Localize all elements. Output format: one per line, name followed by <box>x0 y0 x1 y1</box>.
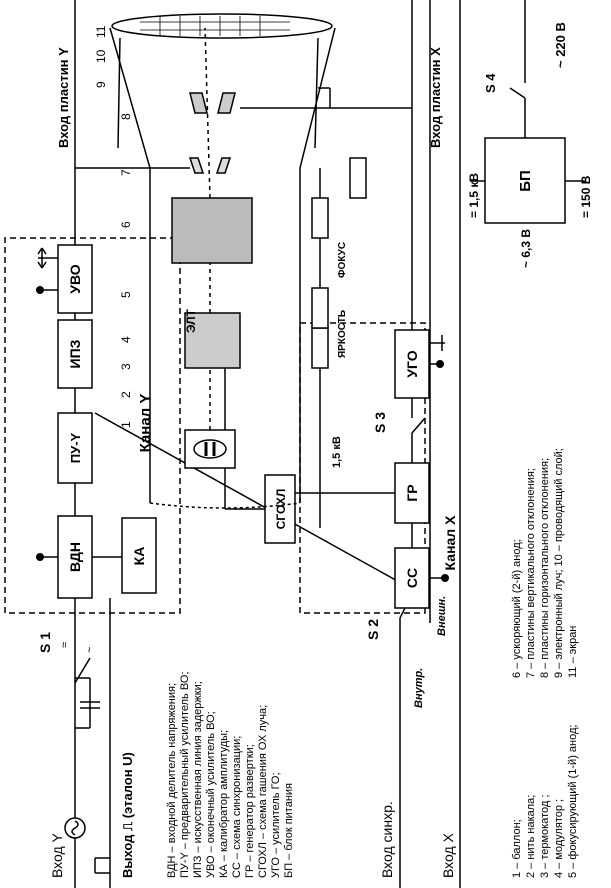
legend-part-8: 8 – пластины горизонтального отклонения; <box>539 458 551 678</box>
bp-15-label: = 1,5 кВ <box>467 173 481 218</box>
block-pu-y-label: ПУ-Y <box>68 432 83 463</box>
block-bp-label: БП <box>517 170 534 192</box>
s4-label: S 4 <box>483 73 498 93</box>
legend-abbrev-7: СГОХЛ – схема гашения ОХ луча; <box>257 705 269 878</box>
part-1: 1 <box>119 421 133 428</box>
legend-abbrev-0: ВДН – входной делитель напряжения; <box>166 683 178 878</box>
part-5: 5 <box>119 291 133 298</box>
input-sync-label: Вход синхр. <box>379 801 395 878</box>
s2-label: S 2 <box>365 619 381 640</box>
legend-part-7: 7 – пластины вертикального отклонения; <box>525 468 537 678</box>
legend-part-6: 6 – ускоряющий (2-й) анод; <box>511 539 523 678</box>
part-2: 2 <box>119 391 133 398</box>
channel-x-label: Канал X <box>442 515 458 571</box>
legend-abbreviations: ВДН – входной делитель напряжения; ПУ-Y … <box>166 672 295 878</box>
input-y-label: Вход Y <box>49 832 65 878</box>
plates-y-label: Вход пластин Y <box>56 47 71 148</box>
block-ka <box>121 517 157 594</box>
block-ugo-label: УГО <box>404 350 420 377</box>
legend-part-1: 1 – баллон; <box>511 819 523 878</box>
crt-tube <box>109 13 336 509</box>
part-11: 11 <box>94 25 108 38</box>
channel-y-frame <box>4 237 181 614</box>
block-vdn-label: ВДН <box>67 542 83 572</box>
part-3: 3 <box>119 363 133 370</box>
part-6: 6 <box>119 221 133 228</box>
s3-label: S 3 <box>372 412 388 433</box>
plates-x-label: Вход пластин X <box>428 47 443 148</box>
legend-part-3: 3 – термокатод ; <box>539 795 551 878</box>
output-u-label: Выход ⎍ (эталон U) <box>120 752 135 878</box>
legend-abbrev-9: БП – блок питания <box>283 783 295 878</box>
legend-abbrev-5: СС – схема синхронизации; <box>231 736 243 878</box>
legend-abbrev-2: ИПЗ – искусственная линия задержки; <box>192 681 204 878</box>
legend-part-10: 11 – экран <box>567 626 579 678</box>
legend-abbrev-6: ГР – генератор развертки; <box>244 744 256 878</box>
block-gr-label: ГР <box>404 484 420 501</box>
legend-abbrev-4: КА – калибратор амплитуды; <box>218 730 230 878</box>
legend-parts: 1 – баллон; 2 – нить накала; 3 – термока… <box>511 448 579 878</box>
block-sgoxl-label: СГОХЛ <box>274 489 288 530</box>
bp-150-label: = 150 В <box>579 175 593 218</box>
focus-label: ФОКУС <box>337 242 348 278</box>
legend-part-5: 5 – фокусирующий (1-й) анод; <box>567 725 579 878</box>
s1-label: S 1 <box>37 632 53 653</box>
ac-220-label: ~ 220 В <box>553 22 568 68</box>
part-8: 8 <box>119 113 133 120</box>
block-uvo-label: УВО <box>67 264 83 293</box>
legend-part-2: 2 – нить накала; <box>525 795 537 878</box>
external-label: Внешн. <box>436 596 448 636</box>
internal-label: Внутр. <box>413 668 425 708</box>
elt-label: ЭЛТ <box>184 309 198 334</box>
legend-part-4: 4 – модулятор ; <box>553 799 565 878</box>
legend-abbrev-8: УГО – усилитель ГО; <box>270 772 282 878</box>
bp-63-label: ~ 6,3 В <box>519 229 533 268</box>
block-cc-label: СС <box>404 568 420 588</box>
s1-dc-mark: ≈ <box>59 642 71 648</box>
input-x-label: Вход X <box>440 832 456 878</box>
block-ka-label: КА <box>131 547 147 566</box>
part-4: 4 <box>119 336 133 343</box>
legend-abbrev-3: УВО – оконечный усилитель ВО; <box>205 711 217 878</box>
legend-part-9: 9 – электронный луч; 10 – проводящий сло… <box>553 448 565 678</box>
block-ipz-label: ИПЗ <box>67 339 83 368</box>
part-9: 9 <box>94 81 108 88</box>
s1-ac-mark: ~ <box>84 647 96 653</box>
part-10: 10 <box>94 49 108 63</box>
brightness-label: ЯРКОСТЬ <box>337 310 348 358</box>
part-7: 7 <box>119 169 133 176</box>
v15-label: 1,5 кВ <box>331 436 343 468</box>
legend-abbrev-1: ПУ-Y – предварительный усилитель ВО; <box>179 672 191 878</box>
